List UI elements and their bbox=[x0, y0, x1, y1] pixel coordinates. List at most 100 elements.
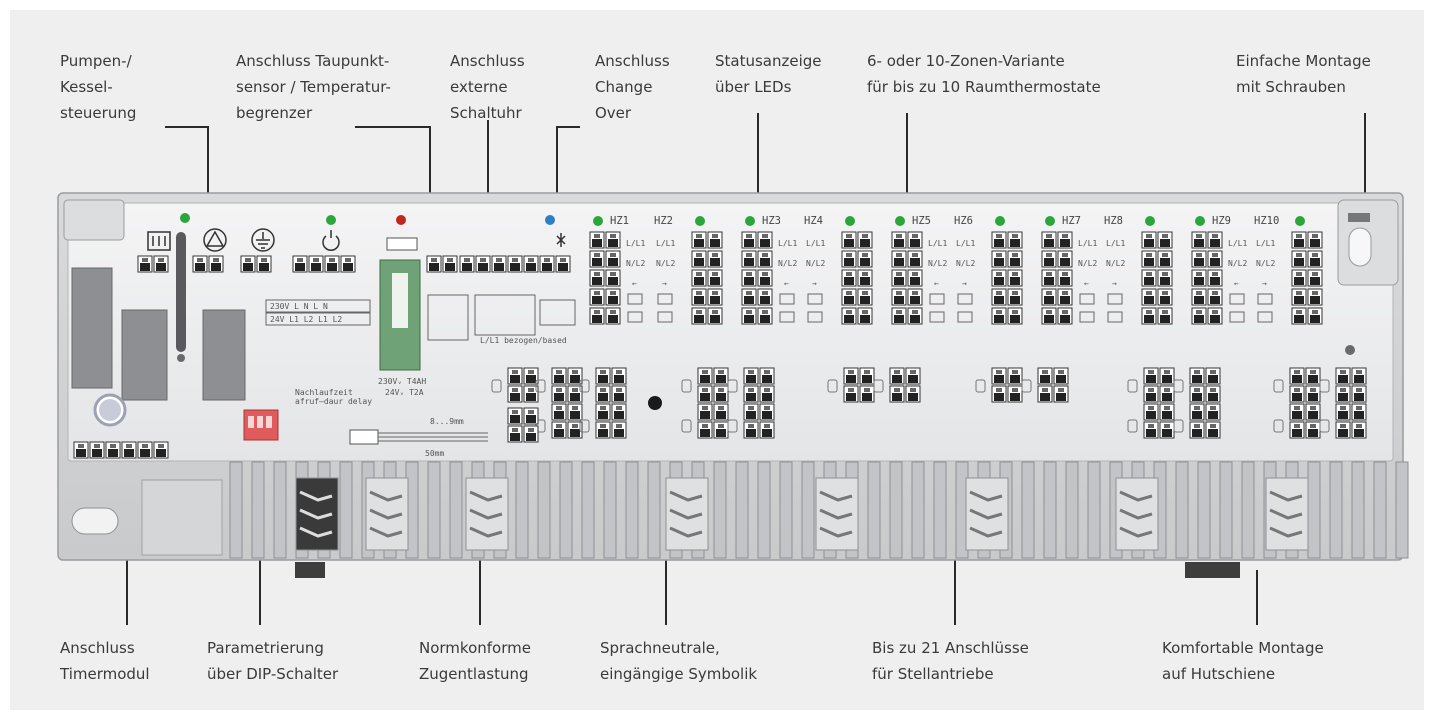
zone-terminal[interactable] bbox=[1191, 269, 1207, 287]
actuator-terminal[interactable] bbox=[713, 421, 729, 439]
zone-terminal[interactable] bbox=[741, 231, 757, 249]
zone-terminal[interactable] bbox=[1041, 288, 1057, 306]
zone-terminal[interactable] bbox=[707, 250, 723, 268]
zone-terminal[interactable] bbox=[707, 288, 723, 306]
actuator-terminal[interactable] bbox=[1335, 385, 1351, 403]
actuator-terminal[interactable] bbox=[611, 403, 627, 421]
zone-terminal[interactable] bbox=[891, 231, 907, 249]
terminal-clamp[interactable] bbox=[340, 255, 356, 273]
terminal-clamp[interactable] bbox=[153, 441, 169, 459]
actuator-terminal[interactable] bbox=[611, 421, 627, 439]
actuator-terminal[interactable] bbox=[1143, 403, 1159, 421]
actuator-terminal[interactable] bbox=[905, 367, 921, 385]
zone-terminal[interactable] bbox=[741, 288, 757, 306]
zone-terminal[interactable] bbox=[605, 250, 621, 268]
zone-terminal[interactable] bbox=[1007, 307, 1023, 325]
actuator-terminal[interactable] bbox=[759, 367, 775, 385]
actuator-terminal[interactable] bbox=[1007, 385, 1023, 403]
actuator-terminal[interactable] bbox=[905, 385, 921, 403]
zone-terminal[interactable] bbox=[691, 250, 707, 268]
actuator-terminal[interactable] bbox=[1159, 421, 1175, 439]
terminal-clamp[interactable] bbox=[105, 441, 121, 459]
actuator-terminal[interactable] bbox=[1189, 403, 1205, 421]
zone-terminal[interactable] bbox=[1007, 250, 1023, 268]
actuator-terminal[interactable] bbox=[1189, 367, 1205, 385]
actuator-terminal[interactable] bbox=[551, 385, 567, 403]
zone-terminal[interactable] bbox=[1207, 288, 1223, 306]
actuator-terminal[interactable] bbox=[1053, 385, 1069, 403]
zone-terminal[interactable] bbox=[605, 269, 621, 287]
zone-terminal[interactable] bbox=[841, 288, 857, 306]
actuator-terminal[interactable] bbox=[1159, 367, 1175, 385]
zone-terminal[interactable] bbox=[1057, 307, 1073, 325]
terminal-clamp[interactable] bbox=[153, 255, 169, 273]
zone-terminal[interactable] bbox=[1057, 250, 1073, 268]
actuator-terminal[interactable] bbox=[1351, 421, 1367, 439]
terminal-clamp[interactable] bbox=[475, 255, 491, 273]
zone-terminal[interactable] bbox=[605, 307, 621, 325]
actuator-terminal[interactable] bbox=[991, 367, 1007, 385]
actuator-terminal[interactable] bbox=[507, 385, 523, 403]
zone-terminal[interactable] bbox=[1041, 307, 1057, 325]
zone-terminal[interactable] bbox=[1041, 231, 1057, 249]
zone-terminal[interactable] bbox=[707, 231, 723, 249]
actuator-terminal[interactable] bbox=[1289, 403, 1305, 421]
zone-terminal[interactable] bbox=[1157, 231, 1173, 249]
actuator-terminal[interactable] bbox=[523, 385, 539, 403]
actuator-terminal[interactable] bbox=[1305, 421, 1321, 439]
terminal-clamp[interactable] bbox=[208, 255, 224, 273]
zone-terminal[interactable] bbox=[841, 269, 857, 287]
terminal-clamp[interactable] bbox=[137, 441, 153, 459]
actuator-terminal[interactable] bbox=[1335, 403, 1351, 421]
actuator-terminal[interactable] bbox=[1189, 385, 1205, 403]
zone-terminal[interactable] bbox=[691, 269, 707, 287]
actuator-terminal[interactable] bbox=[611, 367, 627, 385]
terminal-clamp[interactable] bbox=[192, 255, 208, 273]
actuator-terminal[interactable] bbox=[759, 421, 775, 439]
terminal-clamp[interactable] bbox=[507, 255, 523, 273]
actuator-terminal[interactable] bbox=[1053, 367, 1069, 385]
zone-terminal[interactable] bbox=[857, 269, 873, 287]
zone-terminal[interactable] bbox=[1291, 288, 1307, 306]
zone-terminal[interactable] bbox=[907, 250, 923, 268]
terminal-clamp[interactable] bbox=[89, 441, 105, 459]
zone-terminal[interactable] bbox=[589, 307, 605, 325]
zone-terminal[interactable] bbox=[757, 250, 773, 268]
zone-terminal[interactable] bbox=[841, 231, 857, 249]
zone-terminal[interactable] bbox=[991, 269, 1007, 287]
actuator-terminal[interactable] bbox=[551, 421, 567, 439]
zone-terminal[interactable] bbox=[1041, 269, 1057, 287]
terminal-clamp[interactable] bbox=[459, 255, 475, 273]
actuator-terminal[interactable] bbox=[551, 403, 567, 421]
actuator-terminal[interactable] bbox=[1305, 403, 1321, 421]
actuator-terminal[interactable] bbox=[523, 367, 539, 385]
actuator-terminal[interactable] bbox=[1289, 385, 1305, 403]
zone-terminal[interactable] bbox=[1057, 269, 1073, 287]
zone-terminal[interactable] bbox=[841, 307, 857, 325]
actuator-terminal[interactable] bbox=[1205, 403, 1221, 421]
actuator-terminal[interactable] bbox=[713, 385, 729, 403]
zone-terminal[interactable] bbox=[1141, 288, 1157, 306]
actuator-terminal[interactable] bbox=[523, 407, 539, 425]
actuator-terminal[interactable] bbox=[1189, 421, 1205, 439]
actuator-terminal[interactable] bbox=[1305, 367, 1321, 385]
actuator-terminal[interactable] bbox=[551, 367, 567, 385]
actuator-terminal[interactable] bbox=[1143, 367, 1159, 385]
zone-terminal[interactable] bbox=[1307, 307, 1323, 325]
zone-terminal[interactable] bbox=[891, 250, 907, 268]
zone-terminal[interactable] bbox=[1191, 288, 1207, 306]
zone-terminal[interactable] bbox=[1307, 269, 1323, 287]
actuator-terminal[interactable] bbox=[843, 385, 859, 403]
zone-terminal[interactable] bbox=[891, 269, 907, 287]
zone-terminal[interactable] bbox=[605, 288, 621, 306]
actuator-terminal[interactable] bbox=[859, 385, 875, 403]
zone-terminal[interactable] bbox=[1291, 307, 1307, 325]
actuator-terminal[interactable] bbox=[697, 385, 713, 403]
zone-terminal[interactable] bbox=[1041, 250, 1057, 268]
zone-terminal[interactable] bbox=[1207, 307, 1223, 325]
zone-terminal[interactable] bbox=[1007, 269, 1023, 287]
zone-terminal[interactable] bbox=[1207, 231, 1223, 249]
zone-terminal[interactable] bbox=[907, 231, 923, 249]
zone-terminal[interactable] bbox=[1007, 288, 1023, 306]
actuator-terminal[interactable] bbox=[507, 367, 523, 385]
